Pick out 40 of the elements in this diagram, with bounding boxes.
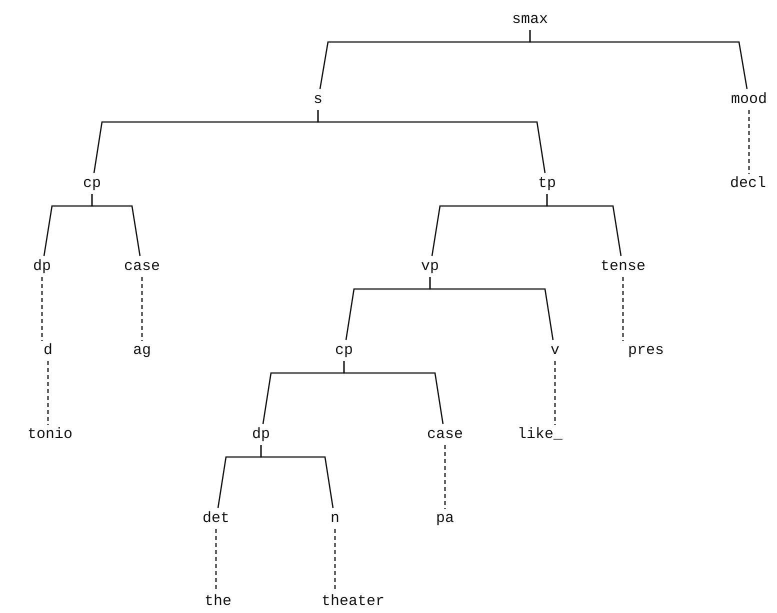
tree-node-label: pa <box>435 511 455 527</box>
tree-node-label: v <box>550 343 560 359</box>
tree-node-label: det <box>202 511 230 527</box>
dashed-branch-line <box>41 277 43 341</box>
tree-node-label: the <box>204 594 232 610</box>
tree-node-label: smax <box>511 12 549 28</box>
tree-node-label: mood <box>730 92 768 108</box>
tree-node-label: case <box>123 259 161 275</box>
branch-line <box>317 110 546 174</box>
dashed-branch-line <box>215 529 217 592</box>
branch-line <box>91 194 141 256</box>
dashed-branch-line <box>141 277 143 341</box>
tree-node-label: d <box>42 343 54 359</box>
branch-line <box>429 277 554 340</box>
tree-node-label: dp <box>251 427 271 443</box>
tree-node-label: like_ <box>516 427 564 443</box>
branch-line <box>546 194 622 256</box>
dashed-branch-line <box>748 110 750 174</box>
tree-node-label: cp <box>82 176 102 192</box>
tree-node-label: n <box>330 511 340 527</box>
tree-node-label: ag <box>132 343 152 359</box>
tree-node-label: dp <box>32 259 52 275</box>
tree-node-label: tp <box>537 176 557 192</box>
tree-node-label: cp <box>334 343 354 359</box>
tree-node-label: theater <box>320 594 386 610</box>
dashed-branch-line <box>444 445 446 509</box>
branch-line <box>343 361 444 424</box>
dashed-branch-line <box>554 361 556 425</box>
tree-node-label: vp <box>420 259 440 275</box>
dashed-branch-line <box>622 277 624 341</box>
branch-line <box>529 30 748 90</box>
tree-node-label: pres <box>627 343 665 359</box>
tree-node-label: tonio <box>26 427 74 443</box>
tree-node-label: tense <box>600 259 646 275</box>
tree-node-label: s <box>312 92 324 108</box>
branch-line <box>260 445 334 508</box>
tree-node-label: decl <box>729 176 767 192</box>
dashed-branch-line <box>334 529 336 592</box>
dashed-branch-line <box>47 361 49 425</box>
tree-node-label: case <box>426 427 464 443</box>
